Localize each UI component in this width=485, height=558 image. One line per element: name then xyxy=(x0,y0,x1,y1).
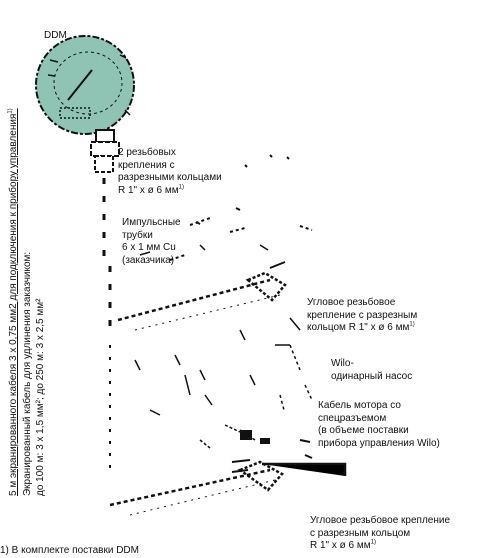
pipe-dots xyxy=(195,154,290,225)
motor-cable xyxy=(231,430,347,476)
gauge-label: DDM xyxy=(44,30,67,41)
impulse-tube-bottom xyxy=(109,460,284,516)
pump-sketch xyxy=(134,217,313,449)
vertical-cable-label-2: Экранированный кабель для удлинения зака… xyxy=(22,251,33,496)
angle-fitting-top-label: Угловое резьбовое крепление с разрезным … xyxy=(307,297,418,333)
gauge-body xyxy=(35,35,135,135)
vertical-cable-label-3: до 100 м: 3 x 1,5 мм²; до 250 м: 3 x 2,5… xyxy=(35,298,46,496)
angle-fitting-bottom-label: Угловое резьбовое крепление с разрезным … xyxy=(310,515,451,551)
gauge-needle xyxy=(67,69,93,101)
pressure-gauge xyxy=(35,35,135,135)
gauge-face xyxy=(53,51,123,115)
gauge-rim-marks xyxy=(47,54,131,116)
impulse-tube-top xyxy=(117,261,287,331)
motor-cable-label: Кабель мотора со спецразъемом (в объеме … xyxy=(318,400,440,449)
fitting-top-label: 2 резьбовых крепления с разрезными кольц… xyxy=(118,147,222,196)
footnote: 1) В комплекте поставки DDM xyxy=(0,545,139,556)
gauge-connector xyxy=(90,129,120,173)
pump-label: Wilo- одинарный насос xyxy=(331,358,413,382)
vertical-cable-label-1: 5 м экранированного кабеля 3 x 0,75 мм2 … xyxy=(7,108,19,496)
cable-line xyxy=(102,178,112,335)
impulse-tubes-label: Импульсные трубки 6 x 1 мм Cu (заказчика… xyxy=(122,217,181,266)
